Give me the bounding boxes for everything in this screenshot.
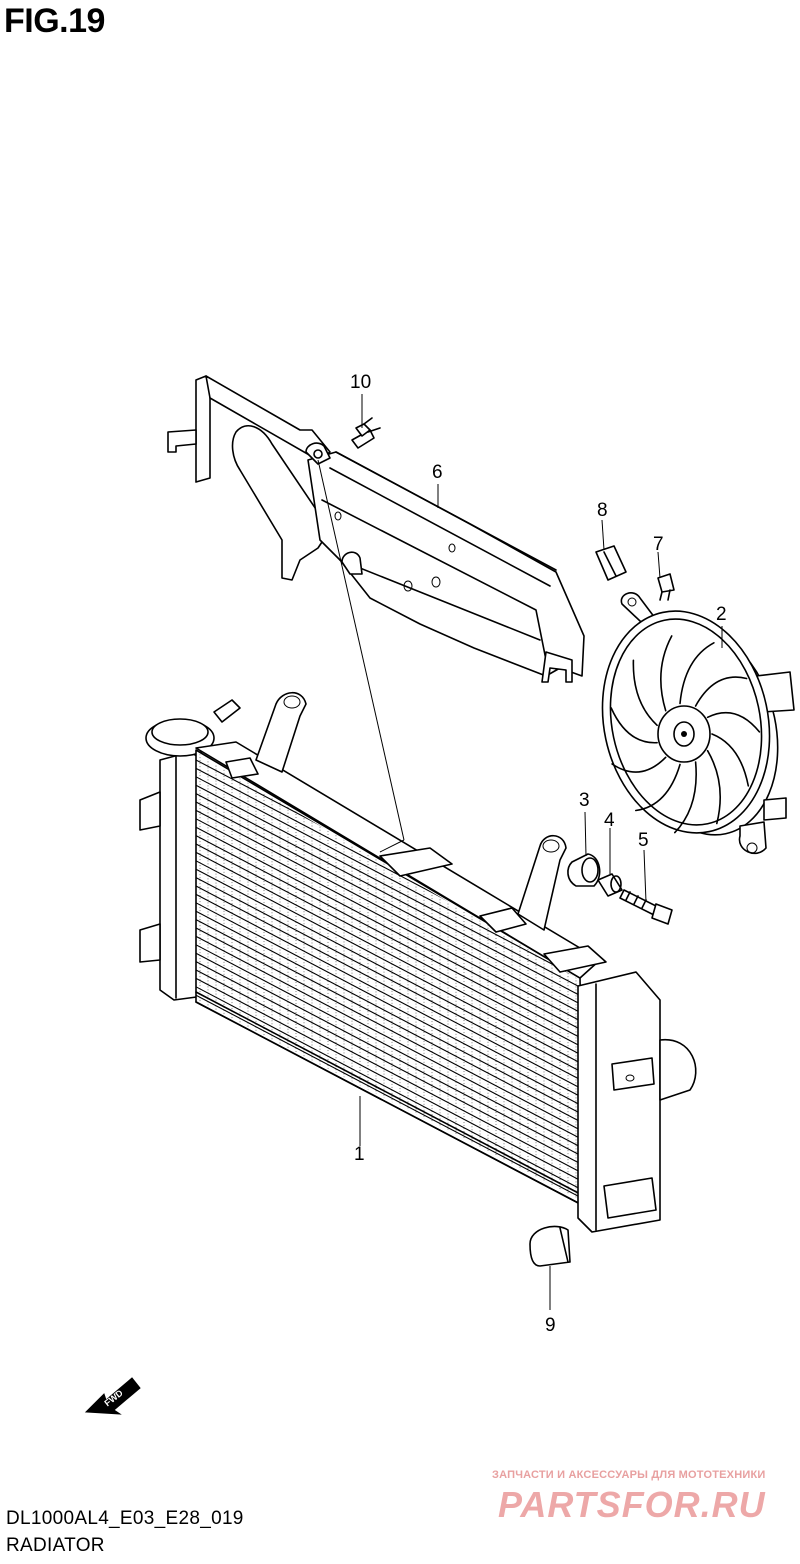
callout-9: 9 (545, 1315, 556, 1336)
callout-labels: 10 6 8 7 2 3 4 5 1 9 (350, 372, 727, 1336)
radiator-fin (196, 818, 580, 1024)
callout-10: 10 (350, 372, 371, 393)
radiator-fin (196, 969, 580, 1175)
watermark-tagline: ЗАПЧАСТИ И АКСЕССУАРЫ ДЛЯ МОТОТЕХНИКИ (492, 1469, 766, 1481)
callout-2: 2 (716, 604, 727, 625)
part-8-clip-nut (595, 545, 627, 581)
part-10-screw (351, 417, 381, 449)
callout-1: 1 (354, 1144, 365, 1165)
part-3-grommet (567, 853, 601, 887)
radiator-fin (196, 994, 580, 1200)
forward-direction-arrow: FWD (84, 1377, 141, 1415)
radiator-fin (196, 893, 580, 1099)
model-code: DL1000AL4_E03_E28_019 (6, 1508, 244, 1529)
callout-4: 4 (604, 810, 615, 831)
figure-title: FIG.19 (4, 2, 105, 40)
callout-5: 5 (638, 830, 649, 851)
fan-blade (679, 642, 715, 705)
radiator-fin (196, 944, 580, 1150)
radiator-fin (196, 935, 580, 1141)
callout-8: 8 (597, 500, 608, 521)
radiator-fin (196, 977, 580, 1183)
fan-blade (660, 635, 673, 712)
radiator-fin (196, 868, 580, 1074)
fan-blade (711, 733, 750, 787)
part-6-radiator-cover (167, 375, 585, 683)
radiator-fin (196, 835, 580, 1041)
part-2-cooling-fan (601, 592, 795, 854)
radiator-fin (196, 885, 580, 1091)
radiator-fin (196, 952, 580, 1158)
callout-3: 3 (579, 790, 590, 811)
radiator-fin (196, 961, 580, 1167)
radiator-fin (196, 784, 580, 990)
radiator-fin (196, 826, 580, 1032)
fan-blade (635, 763, 681, 812)
fan-blade (706, 749, 722, 825)
fan-blade (674, 761, 697, 834)
part-4-collar (597, 873, 623, 897)
watermark-brand: PARTSFOR.RU (498, 1484, 766, 1525)
part-1-radiator (139, 691, 697, 1233)
section-name: RADIATOR (6, 1535, 105, 1556)
fan-blade (610, 707, 658, 744)
part-5-bolt (619, 889, 673, 925)
callout-6: 6 (432, 462, 443, 483)
fan-blade (706, 711, 761, 733)
radiator-fin (196, 877, 580, 1083)
part-9-cushion (529, 1225, 571, 1267)
radiator-fin (196, 919, 580, 1125)
radiator-fin (196, 902, 580, 1108)
fan-blade (611, 756, 667, 773)
fan-blade (694, 676, 748, 707)
radiator-fin (196, 776, 580, 982)
radiator-fin (196, 809, 580, 1015)
radiator-fin (196, 843, 580, 1049)
leader-lines (317, 394, 723, 1310)
radiator-fin (196, 910, 580, 1116)
radiator-fin (196, 860, 580, 1066)
radiator-fin (196, 927, 580, 1133)
part-7-bolt (657, 573, 675, 601)
radiator-fin (196, 986, 580, 1192)
radiator-fin (196, 801, 580, 1007)
radiator-fin (196, 851, 580, 1057)
callout-7: 7 (653, 534, 664, 555)
radiator-fin (196, 793, 580, 999)
fan-blade (632, 659, 658, 727)
